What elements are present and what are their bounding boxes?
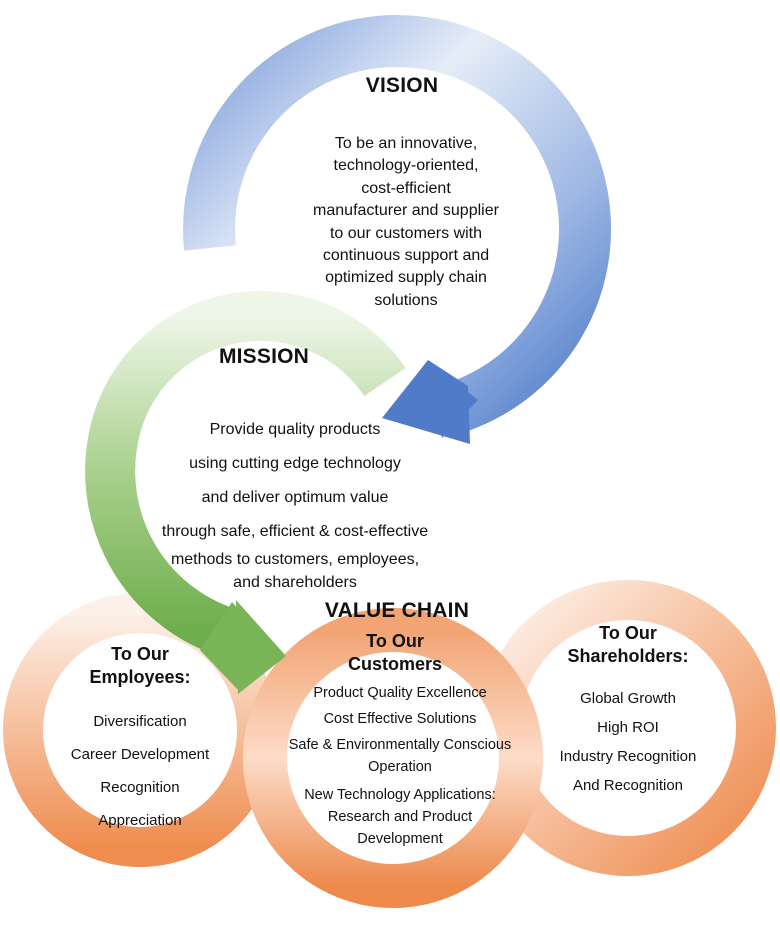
shareholders-item: High ROI	[597, 719, 659, 736]
employees-item: Career Development	[70, 746, 210, 763]
mission-title: MISSION	[218, 345, 310, 368]
customers-item: New Technology Applications:	[304, 787, 496, 803]
customers-item: Operation	[368, 759, 432, 775]
shareholders-item: Global Growth	[580, 690, 676, 707]
employees-heading-line2: Employees:	[89, 667, 191, 688]
employees-item: Recognition	[100, 779, 180, 796]
customers-item: Cost Effective Solutions	[323, 711, 477, 727]
shareholders-heading: To Our Shareholders:	[553, 622, 703, 669]
shareholders-list: Global Growth High ROI Industry Recognit…	[543, 684, 713, 800]
value-chain-ring	[243, 608, 543, 908]
vision-line: continuous support and	[322, 246, 490, 264]
mission-arrow	[85, 291, 406, 694]
value-chain-title: VALUE CHAIN	[324, 599, 470, 622]
vision-line: manufacturer and supplier	[313, 202, 499, 220]
shareholders-heading-line2: Shareholders:	[567, 646, 689, 667]
mission-line: Provide quality products	[209, 421, 381, 438]
shareholders-item: And Recognition	[572, 777, 684, 794]
employees-heading-line1: To Our	[111, 644, 169, 664]
vision-line: optimized supply chain	[325, 269, 487, 287]
vision-line: cost-efficient	[361, 179, 451, 197]
vision-line: solutions	[374, 291, 438, 309]
mission-line: using cutting edge technology	[189, 455, 401, 472]
mission-line: and deliver optimum value	[201, 489, 389, 506]
customers-item: Development	[357, 831, 443, 847]
vision-line: to our customers with	[329, 224, 483, 242]
customers-heading-line2: Customers	[347, 654, 443, 675]
customers-item: Product Quality Excellence	[313, 685, 487, 701]
mission-line: methods to customers, employees,	[170, 551, 420, 568]
vision-title: VISION	[365, 74, 439, 97]
employees-list: Diversification Career Development Recog…	[50, 705, 230, 837]
vision-text: To be an innovative, technology-oriented…	[286, 133, 526, 312]
employees-heading: To Our Employees:	[70, 643, 210, 690]
vision-line: technology-oriented,	[333, 157, 479, 175]
shareholders-heading-line1: To Our	[599, 623, 657, 643]
vision-line: To be an innovative,	[334, 135, 478, 152]
mission-line: through safe, efficient & cost-effective	[161, 523, 429, 540]
customers-list: Product Quality Excellence Cost Effectiv…	[282, 682, 518, 850]
customers-heading: To Our Customers	[320, 630, 470, 677]
customers-item: Research and Product	[327, 809, 473, 825]
customers-heading-line1: To Our	[366, 631, 424, 651]
customers-item: Safe & Environmentally Conscious	[288, 737, 512, 753]
employees-item: Diversification	[93, 713, 187, 730]
mission-line: and shareholders	[233, 574, 357, 591]
employees-item: Appreciation	[98, 812, 182, 829]
mission-text: Provide quality products using cutting e…	[130, 413, 460, 595]
shareholders-item: Industry Recognition	[559, 748, 697, 765]
vision-arrow	[183, 15, 612, 444]
